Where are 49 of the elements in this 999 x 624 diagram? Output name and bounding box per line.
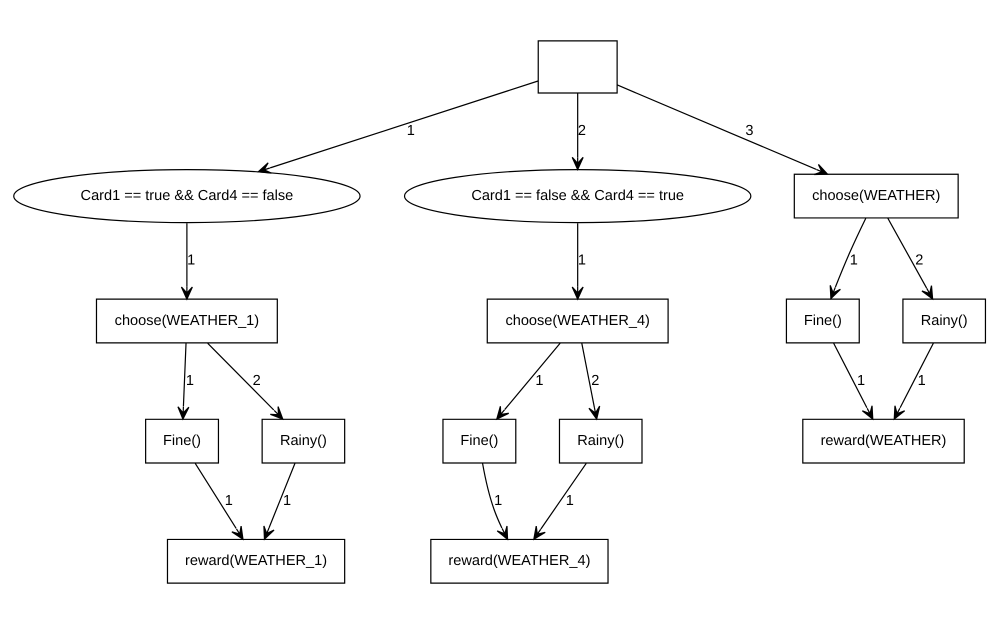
arrow [617, 84, 828, 176]
edge-label: 1 [282, 492, 292, 509]
arrow [533, 463, 587, 540]
edge-label: 1 [857, 372, 866, 389]
node-box [538, 40, 618, 94]
node-box: choose(WEATHER_1) [96, 298, 278, 344]
arrow [258, 80, 538, 174]
node-box: Rainy() [558, 418, 643, 464]
node-box: Rainy() [902, 298, 986, 344]
node-box: Fine() [786, 298, 860, 344]
edge-label: 3 [745, 123, 754, 140]
arrow [207, 342, 284, 420]
node-box: Fine() [442, 418, 516, 464]
edge-label: 1 [187, 252, 196, 269]
arrow [887, 218, 934, 300]
node-box: reward(WEATHER_1) [166, 538, 346, 584]
arrow [194, 463, 244, 540]
node-box: choose(WEATHER) [794, 174, 959, 219]
edge-label: 1 [406, 123, 415, 140]
node-box: choose(WEATHER_4) [486, 298, 669, 344]
arrow [572, 223, 584, 300]
edge-label: 2 [578, 123, 586, 140]
arrow [581, 343, 600, 420]
arrow [572, 93, 584, 170]
node-ellipse: Card1 == true && Card4 == false [13, 168, 361, 224]
arrow [496, 342, 561, 420]
edge-label: 1 [535, 372, 544, 389]
node-ellipse: Card1 == false && Card4 == true [404, 168, 752, 224]
node-box: reward(WEATHER_4) [430, 538, 609, 584]
arrow [482, 463, 508, 540]
arrow [180, 223, 193, 300]
arrow [833, 342, 874, 420]
edge-label: 2 [591, 372, 600, 389]
edge-label: 2 [252, 372, 261, 389]
edge-label: 2 [915, 252, 924, 269]
edge-label: 1 [566, 492, 574, 509]
edge-label: 1 [918, 372, 926, 389]
edge-label: 1 [578, 252, 586, 269]
edge-label: 1 [850, 252, 858, 269]
arrow [177, 343, 190, 420]
arrow [263, 463, 296, 540]
node-box: reward(WEATHER) [802, 418, 965, 464]
edge-label: 1 [494, 492, 502, 509]
edge-label: 1 [186, 372, 194, 389]
node-box: Fine() [145, 418, 220, 464]
node-box: Rainy() [262, 418, 346, 464]
arrow [894, 342, 934, 420]
arrow [830, 218, 866, 300]
edge-label: 1 [224, 492, 233, 509]
